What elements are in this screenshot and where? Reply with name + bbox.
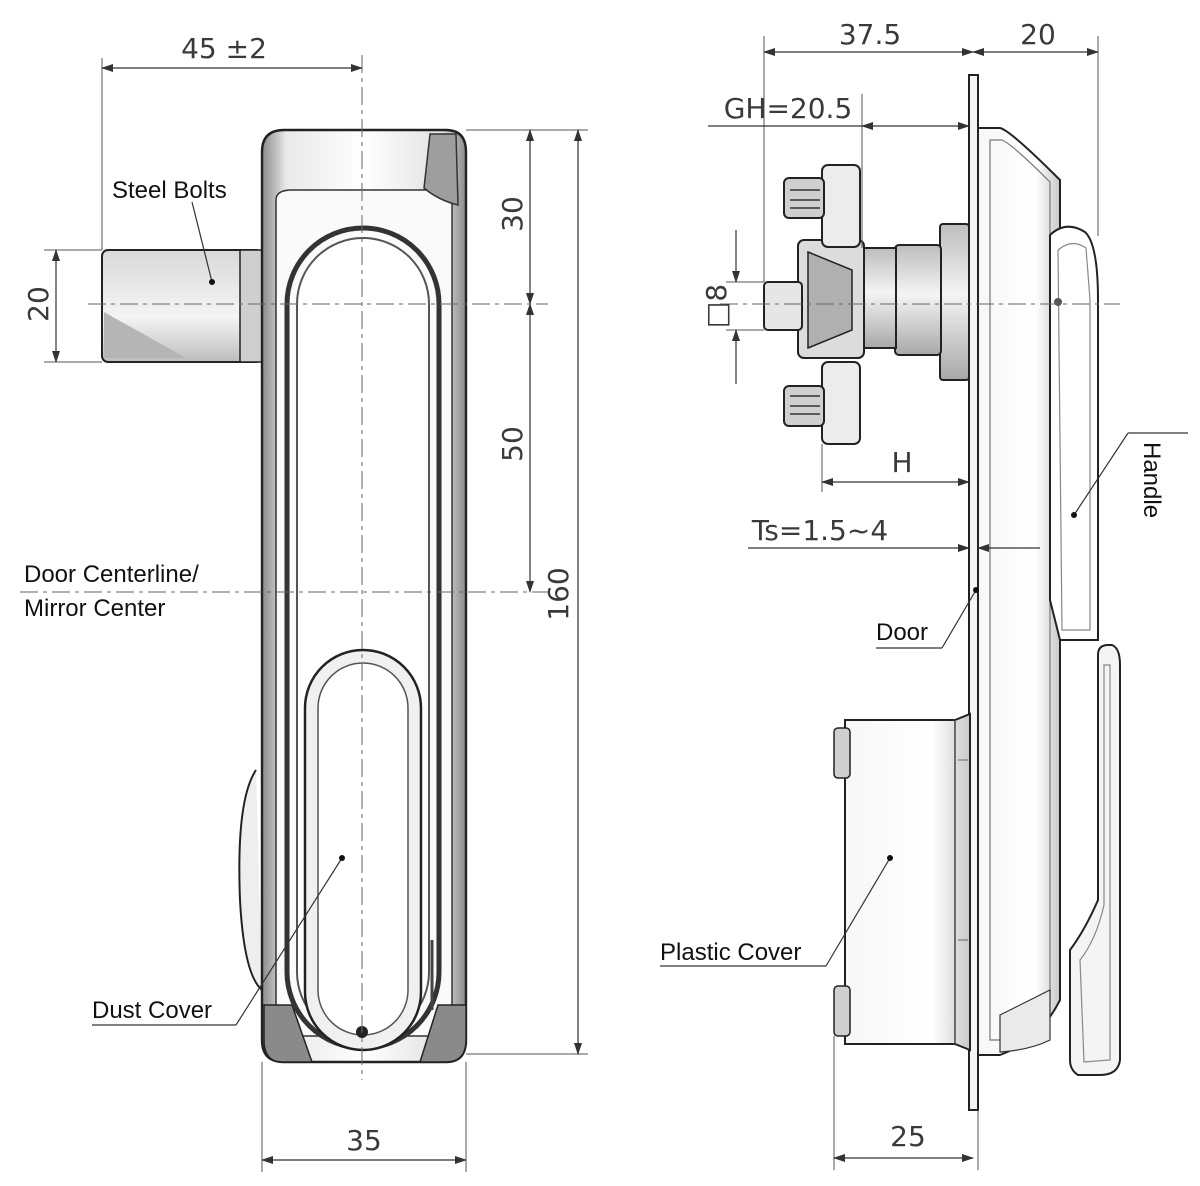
label-steel-bolts: Steel Bolts	[112, 177, 227, 204]
dim-37-5-20: 37.5 20	[763, 18, 1099, 282]
label-door-group: Door	[876, 587, 979, 649]
steel-bolt-part	[101, 249, 265, 363]
label-dust-cover-group: Dust Cover	[92, 855, 345, 1026]
dim-20-bolt: 20	[22, 249, 102, 363]
dust-cover-part	[303, 648, 423, 1052]
dim-45-label: 45 ±2	[181, 32, 267, 65]
dim-gh: GH=20.5	[708, 92, 970, 248]
label-handle-group: Handle	[1071, 432, 1188, 518]
dim-35-label: 35	[346, 1124, 382, 1157]
label-plastic-cover-group: Plastic Cover	[660, 855, 893, 967]
label-handle: Handle	[1138, 442, 1165, 518]
dim-square-8: □8	[700, 230, 764, 384]
dim-45: 45 ±2	[101, 32, 363, 250]
label-plastic-cover: Plastic Cover	[660, 939, 801, 966]
label-dust-cover: Dust Cover	[92, 997, 212, 1024]
dim-25: 25	[833, 1036, 979, 1170]
dim-h-label: H	[891, 446, 912, 479]
dim-square-label: □8	[700, 284, 733, 328]
dim-20-label: 20	[22, 286, 55, 322]
dim-30-50-chain: 30 50	[466, 129, 588, 593]
dim-25-label: 25	[890, 1120, 926, 1153]
latch-mechanism-side	[763, 164, 970, 445]
dim-37-5-label: 37.5	[839, 18, 901, 51]
lock-housing-side	[977, 127, 1061, 1056]
dim-50-label: 50	[496, 426, 529, 462]
dim-h: H	[821, 444, 970, 492]
plastic-cover-side	[833, 712, 971, 1052]
dim-gh-label: GH=20.5	[724, 92, 853, 125]
dim-160: 160	[466, 129, 588, 1055]
dim-160-label: 160	[542, 567, 575, 620]
label-door-centerline-1: Door Centerline/	[24, 561, 199, 588]
side-view: 37.5 20 GH=20.5 □8 H Ts=1.5~4	[660, 18, 1188, 1170]
label-door: Door	[876, 619, 928, 646]
dim-ts: Ts=1.5~4	[748, 514, 1040, 552]
front-view: 45 ±2 20 30 50 160 35	[20, 32, 588, 1172]
label-door-centerline-2: Mirror Center	[24, 595, 165, 622]
dim-20-side-label: 20	[1020, 18, 1056, 51]
handle-side	[1049, 225, 1121, 1076]
label-steel-bolts-group: Steel Bolts	[112, 177, 227, 285]
dim-30-label: 30	[496, 196, 529, 232]
dim-35: 35	[261, 1062, 467, 1172]
dim-ts-label: Ts=1.5~4	[751, 514, 888, 547]
